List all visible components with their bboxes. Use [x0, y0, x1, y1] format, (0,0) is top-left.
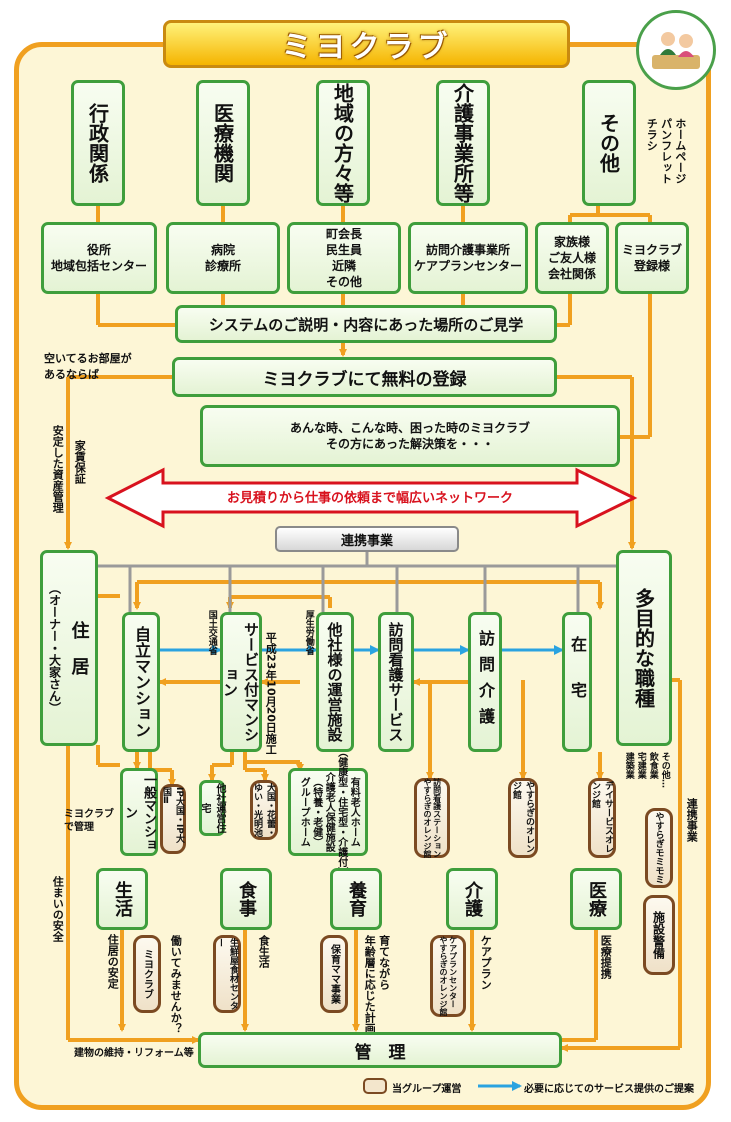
food-center-box[interactable]: 生鮮屋食材センター [213, 935, 241, 1013]
yasuragi-momimomi-box[interactable]: やすらぎモミモミ [645, 808, 673, 888]
legend-group-label: 当グループ運営 [392, 1084, 462, 1095]
sub-homon-kaigo[interactable]: 訪問介護事業所 ケアプランセンター [408, 222, 528, 294]
careplan-label: ケアプラン [479, 935, 493, 990]
job-type-sonota: その他… [659, 752, 670, 788]
careplan-center-box[interactable]: ケアプランセンター やすらぎのオレンジ館 [430, 935, 466, 1017]
partner-business-label: 連携事業 [685, 798, 699, 842]
work-question: 働いてみませんか？ [169, 935, 183, 1034]
zaitaku-box[interactable]: 在宅 [562, 612, 592, 752]
housing-label-rent: 家賃保証 [73, 440, 87, 484]
people-icon [652, 32, 700, 69]
service-mansion-box[interactable]: サービス付マンション [220, 612, 262, 752]
security-box[interactable]: 施設警備 [643, 895, 675, 975]
housing-subtitle: （オーナー・大家さん） [47, 582, 62, 714]
solution-box[interactable]: あんな時、こんな時、困った時のミヨクラブ その方にあった解決策を・・・ [200, 405, 620, 467]
childcare-box[interactable]: 保育ママ事業 [320, 935, 348, 1013]
sub-yakusho[interactable]: 役所 地域包括センター [41, 222, 157, 294]
live-safety-label: 住まいの安全 [51, 876, 65, 942]
job-type-inshoku: 飲食業 [647, 752, 658, 779]
media-label: ホームページ パンフレット チラシ [645, 118, 687, 184]
partner-box[interactable]: 連携事業 [275, 526, 459, 552]
bottom-iryo[interactable]: 医療 [570, 868, 622, 930]
legend-group-swatch [363, 1078, 387, 1094]
page-title: ミヨクラブ [281, 30, 452, 65]
orange-kan-box[interactable]: やすらぎのオレンジ館 [508, 778, 538, 858]
bottom-yoiku[interactable]: 養育 [330, 868, 382, 930]
category-gyosei[interactable]: 行政関係 [71, 80, 125, 206]
facility-list-box[interactable]: 有料老人ホーム （健康型・住宅型・介護付） 介護老人保健施設 （特養・老健） グ… [288, 747, 368, 877]
title-banner: ミヨクラブ [163, 20, 570, 68]
homon-kango-station-box[interactable]: 訪問看護ステーション やすらぎのオレンジ館 [414, 778, 450, 858]
register-box[interactable]: ミヨクラブにて無料の登録 [172, 357, 557, 397]
network-banner: お見積りから仕事の依頼まで幅広いネットワーク [226, 491, 513, 506]
stability-label: 住居の安定 [106, 934, 120, 989]
category-sonota[interactable]: その他 [582, 80, 636, 206]
bottom-kaigo[interactable]: 介護 [446, 868, 498, 930]
job-type-takken: 宅建業 [635, 752, 646, 779]
sub-miyo-registered[interactable]: ミヨクラブ 登録様 [615, 222, 689, 294]
jiritsu-mansion-box[interactable]: 自立マンション [122, 612, 160, 752]
miyo-club-group-box[interactable]: ミヨクラブ [133, 935, 161, 1013]
category-iryo[interactable]: 医療機関 [196, 80, 250, 206]
sub-byoin[interactable]: 病院 診療所 [166, 222, 280, 294]
day-service-box[interactable]: デイサービスオレンジ館 [588, 778, 616, 858]
ministry-mlit: 国土交通省 [206, 610, 217, 655]
bottom-shokuji[interactable]: 食事 [220, 868, 272, 930]
network-arrow [104, 467, 638, 529]
category-chiiki[interactable]: 地域の方々等 [316, 80, 370, 206]
ministry-mhlw: 厚生労働省 [303, 610, 314, 655]
category-kaigo-jigyosho[interactable]: 介護事業所等 [436, 80, 490, 206]
multi-job-box[interactable]: 多目的な職種 [616, 550, 672, 746]
childcare-label: 育てながら 年齢層に応じた計画 [363, 935, 391, 1034]
managed-label: ミヨクラブ で管理 [64, 809, 114, 833]
general-mansion-box[interactable]: 一般マンション [120, 768, 158, 856]
food-label: 食生活 [257, 935, 271, 968]
other-facility-box[interactable]: 他社様の運営施設 [316, 612, 354, 752]
housing-title: 住 居 [68, 621, 90, 675]
homon-kaigo-box[interactable]: 訪問介護 [468, 612, 502, 752]
homon-kango-box[interactable]: 訪問看護サービス [378, 612, 414, 752]
housing-label-asset: 安定した資産管理 [51, 425, 65, 513]
building-label: 建物の維持・リフォーム等 [74, 1048, 194, 1059]
other-housing-box[interactable]: 他社運営住宅 [199, 780, 225, 836]
housing-box[interactable]: 住 居 （オーナー・大家さん） [40, 550, 98, 746]
sub-chokaicho[interactable]: 町会長 民生員 近隣 その他 [287, 222, 401, 294]
explain-box[interactable]: システムのご説明・内容にあった場所のご見学 [175, 305, 557, 343]
sub-kazoku[interactable]: 家族様 ご友人様 会社関係 [535, 222, 609, 294]
legend-service-label: 必要に応じてのサービス提供のご提案 [524, 1084, 694, 1095]
manage-box[interactable]: 管 理 [198, 1032, 562, 1068]
room-note: 空いてるお部屋が あるならば [44, 352, 132, 381]
bottom-seikatsu[interactable]: 生活 [96, 868, 148, 930]
family-illustration [636, 10, 716, 90]
job-type-kenchiku: 建築業 [623, 752, 634, 779]
medical-label: 医療提携 [599, 935, 613, 979]
ip-taikoku-box[interactable]: IP大国・IP大国Ⅱ [160, 784, 186, 854]
enforce-note: 平成23年10月20日施工 [264, 632, 278, 755]
taikoku-group-box[interactable]: 大国・花蕾・ゆい・光明池 [250, 780, 278, 840]
